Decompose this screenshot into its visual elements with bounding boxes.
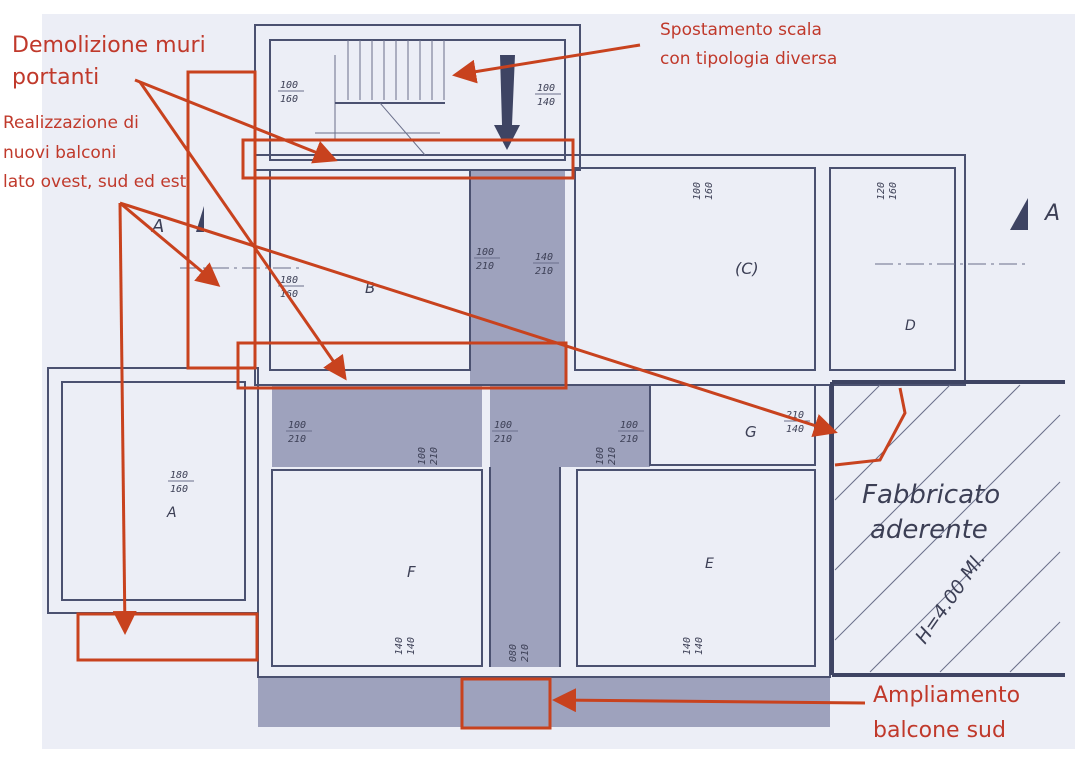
room-label-g: G	[745, 423, 757, 441]
highlight-west-balcony	[76, 612, 259, 662]
opening-height: 160	[704, 182, 715, 200]
opening-height: 210	[620, 434, 638, 445]
opening-height: 210	[429, 447, 440, 465]
room-label-e: E	[705, 556, 714, 572]
opening-width: 100	[537, 83, 555, 94]
room-labels: B (C) D G A F E	[166, 259, 916, 581]
opening-height: 210	[520, 644, 531, 662]
opening-width: 140	[394, 637, 405, 655]
opening-height: 210	[607, 447, 618, 465]
opening-width: 180	[170, 470, 188, 481]
opening-width: 100	[595, 447, 606, 465]
annotation-highlights	[76, 70, 907, 730]
opening-width: 210	[786, 410, 804, 421]
annotation-stairs: Spostamento scala	[660, 20, 822, 40]
opening-height: 210	[476, 261, 494, 272]
opening-height: 140	[786, 424, 804, 435]
staircase	[315, 40, 445, 156]
annotation-balconies-3: lato ovest, sud ed est	[3, 172, 187, 192]
annotation-demolition-2: portanti	[12, 65, 99, 90]
opening-width: 100	[417, 447, 428, 465]
highlight-south-balcony	[460, 677, 552, 730]
annotation-arrows	[112, 43, 866, 713]
opening-height: 160	[280, 94, 298, 105]
highlight-north-wall	[241, 138, 575, 180]
room-label-d: D	[905, 318, 916, 334]
room-label-b: B	[365, 279, 375, 297]
opening-width: 100	[494, 420, 512, 431]
adjacent-building-label: Fabbricato	[862, 480, 1000, 510]
room-label-f: F	[407, 563, 416, 581]
room-label-c: (C)	[735, 259, 759, 278]
highlight-east-balcony	[834, 387, 907, 467]
opening-width: 140	[535, 252, 553, 263]
shaded-corridor	[258, 170, 830, 727]
opening-height: 140	[406, 637, 417, 655]
highlight-central-wall	[236, 341, 568, 390]
opening-height: 160	[170, 484, 188, 495]
opening-height: 160	[280, 289, 298, 300]
section-label: A	[1043, 201, 1060, 226]
opening-height: 140	[537, 97, 555, 108]
annotation-balconies-2: nuovi balconi	[3, 143, 116, 163]
adjacent-building-label-2: aderente	[870, 515, 988, 545]
opening-width: 140	[682, 637, 693, 655]
section-marker-icon	[1010, 198, 1028, 230]
opening-width: 080	[508, 644, 519, 662]
annotation-demolition: Demolizione muri	[12, 33, 206, 58]
down-arrow-icon	[494, 55, 520, 150]
annotation-south-balcony-2: balcone sud	[873, 718, 1006, 743]
opening-width: 100	[280, 80, 298, 91]
section-marker-icon	[196, 206, 204, 232]
room-label-a: A	[166, 505, 177, 521]
opening-width: 100	[620, 420, 638, 431]
highlight-west-wall	[186, 70, 257, 370]
opening-width: 100	[692, 182, 703, 200]
opening-height: 210	[535, 266, 553, 277]
annotation-stairs-2: con tipologia diversa	[660, 49, 837, 69]
opening-width: 100	[288, 420, 306, 431]
opening-height: 210	[288, 434, 306, 445]
opening-width: 100	[476, 247, 494, 258]
opening-height: 210	[494, 434, 512, 445]
opening-height: 140	[694, 637, 705, 655]
opening-width: 180	[280, 275, 298, 286]
opening-width: 120	[876, 182, 887, 200]
annotation-south-balcony: Ampliamento	[873, 683, 1020, 708]
annotation-balconies: Realizzazione di	[3, 113, 139, 133]
opening-height: 160	[888, 182, 899, 200]
